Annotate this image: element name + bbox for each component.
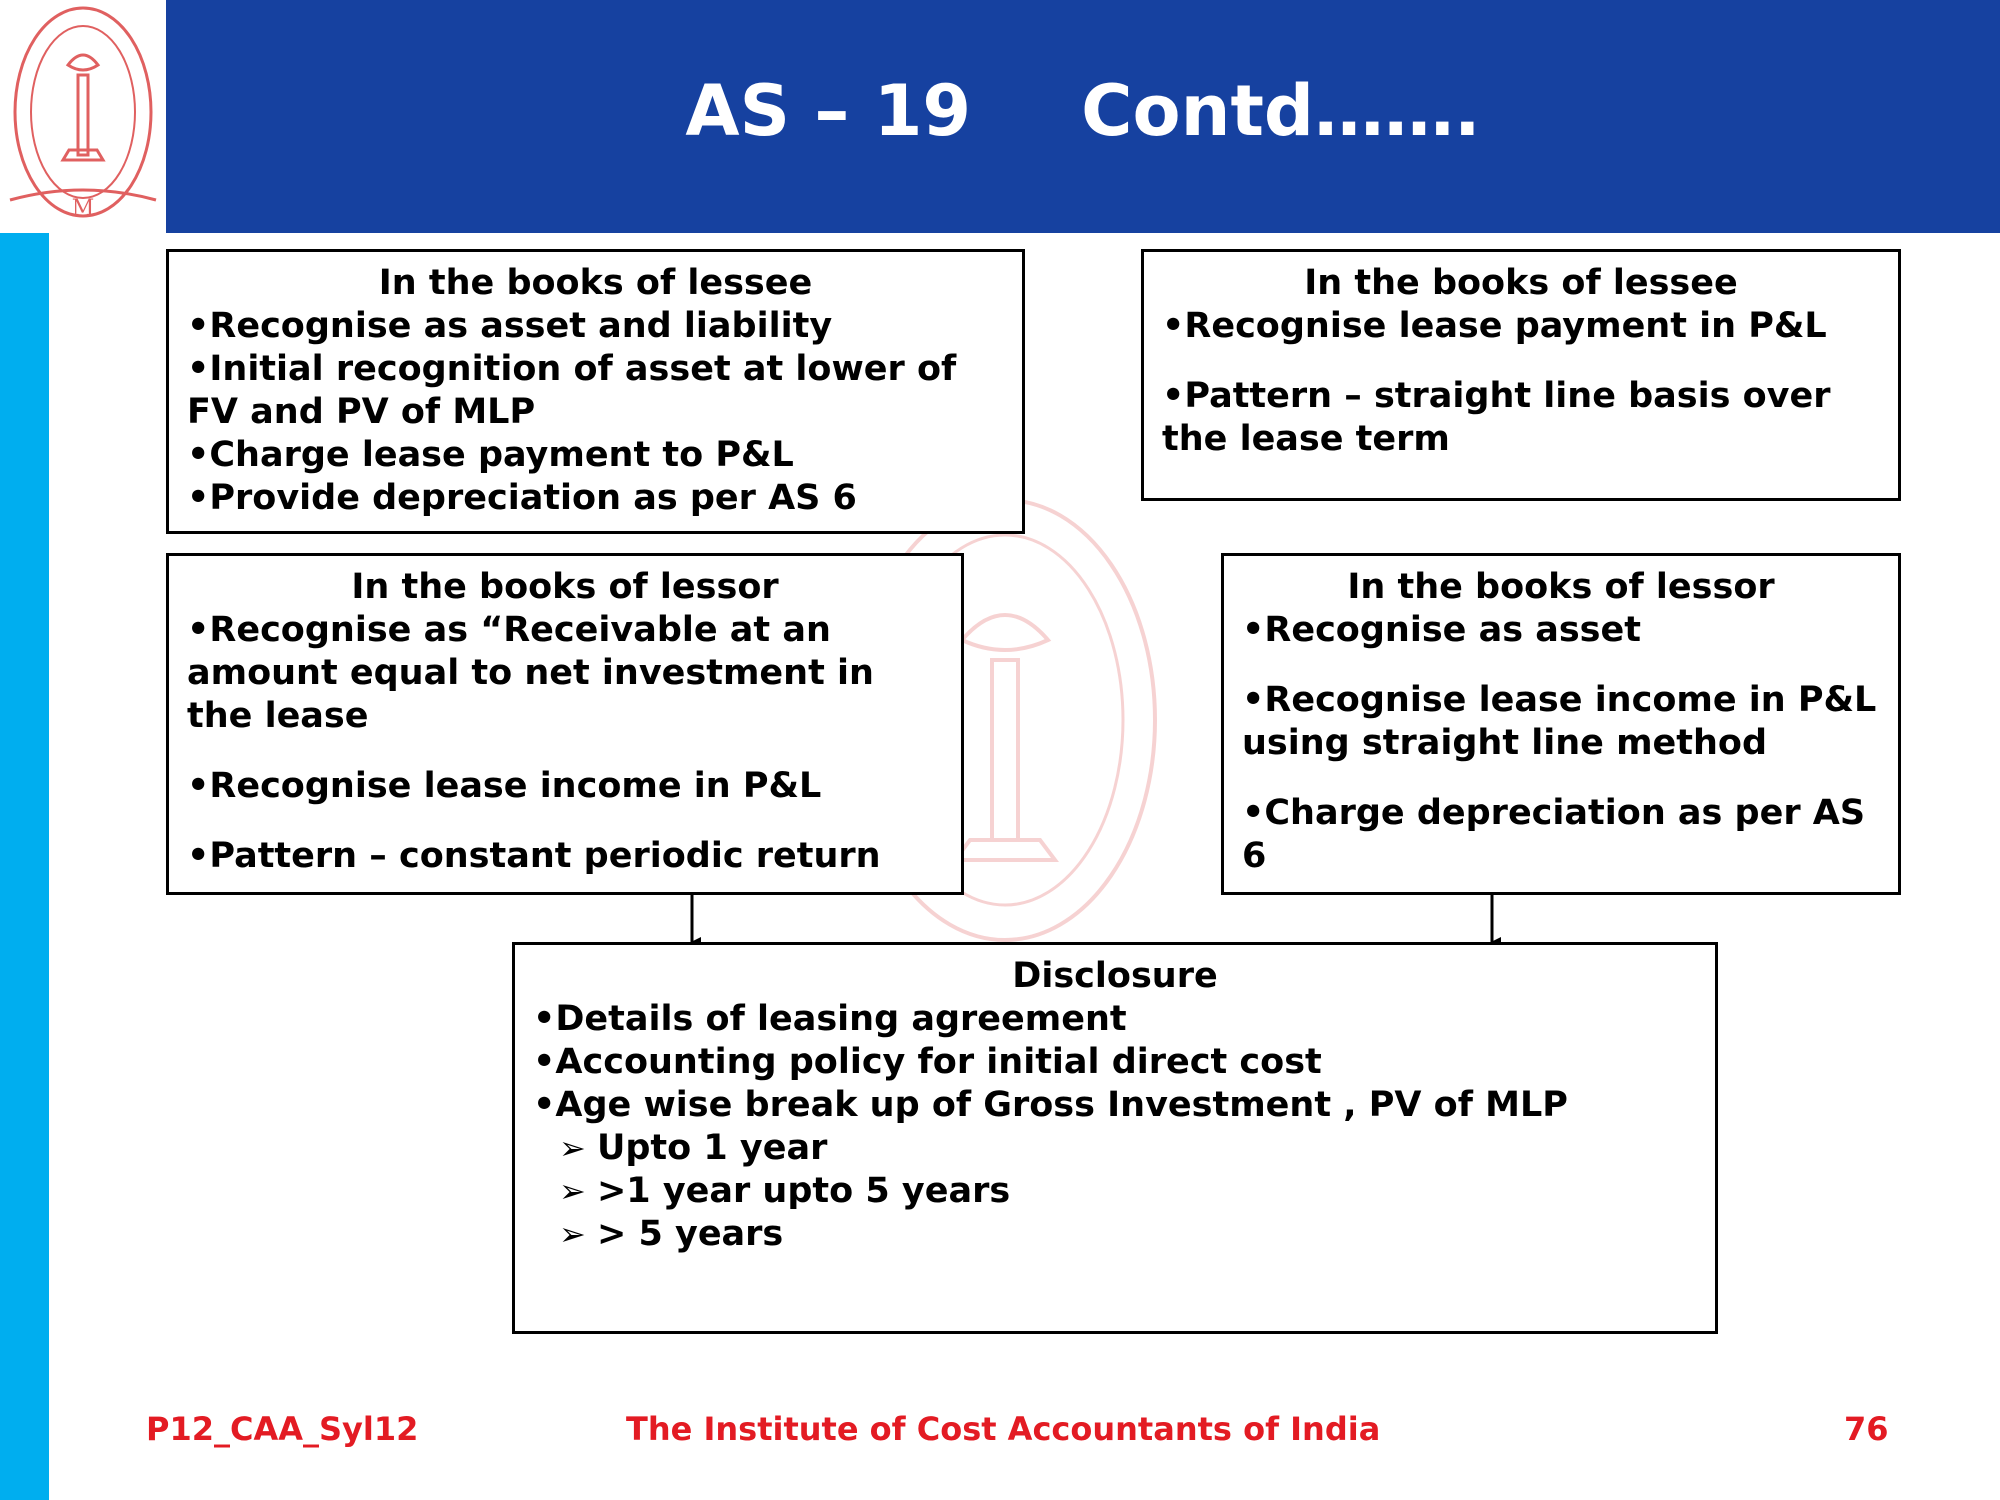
sub-list-item: > 5 years	[533, 1213, 1697, 1256]
finance-lessor-box: In the books of lessor Recognise as “Rec…	[166, 553, 964, 895]
institute-seal-icon: M	[9, 6, 157, 221]
list-item: Initial recognition of asset at lower of…	[187, 348, 1004, 434]
box-title: Disclosure	[1012, 956, 1218, 996]
list-item: Recognise lease income in P&L using stra…	[1242, 679, 1880, 765]
list-item: Recognise as “Receivable at an amount eq…	[187, 609, 943, 738]
footer-institute-name: The Institute of Cost Accountants of Ind…	[626, 1410, 1381, 1448]
list-item: Recognise as asset and liability	[187, 305, 1004, 348]
box-title: In the books of lessor	[351, 567, 779, 607]
list-item: Pattern – straight line basis over the l…	[1162, 375, 1880, 461]
title-left: AS – 19	[685, 70, 972, 152]
list-item: Recognise lease payment in P&L	[1162, 305, 1880, 348]
box-title: In the books of lessee	[1304, 263, 1738, 303]
box-title: In the books of lessor	[1347, 567, 1775, 607]
list-item: Accounting policy for initial direct cos…	[533, 1041, 1697, 1084]
list-item: Recognise as asset	[1242, 609, 1880, 652]
operating-lessee-box: In the books of lessee Recognise lease p…	[1141, 249, 1901, 501]
page-title: AS – 19 Contd…….	[166, 70, 2000, 152]
logo: M	[0, 0, 166, 233]
page-number: 76	[1844, 1410, 1889, 1448]
sub-list-item: Upto 1 year	[533, 1127, 1697, 1170]
sub-list-item: >1 year upto 5 years	[533, 1170, 1697, 1213]
title-right: Contd…….	[1081, 70, 1481, 152]
header-bar	[166, 0, 2000, 233]
list-item: Pattern – constant periodic return	[187, 835, 943, 878]
list-item: Recognise lease income in P&L	[187, 765, 943, 808]
finance-lessee-box: In the books of lessee Recognise as asse…	[166, 249, 1025, 534]
left-accent-stripe	[0, 233, 49, 1500]
list-item: Age wise break up of Gross Investment , …	[533, 1084, 1697, 1127]
disclosure-box: Disclosure Details of leasing agreement …	[512, 942, 1718, 1334]
operating-lessor-box: In the books of lessor Recognise as asse…	[1221, 553, 1901, 895]
footer-course-code: P12_CAA_Syl12	[146, 1410, 419, 1448]
svg-text:M: M	[72, 196, 95, 221]
list-item: Details of leasing agreement	[533, 998, 1697, 1041]
list-item: Provide depreciation as per AS 6	[187, 477, 1004, 520]
list-item: Charge lease payment to P&L	[187, 434, 1004, 477]
list-item: Charge depreciation as per AS 6	[1242, 792, 1880, 878]
box-title: In the books of lessee	[378, 263, 813, 303]
